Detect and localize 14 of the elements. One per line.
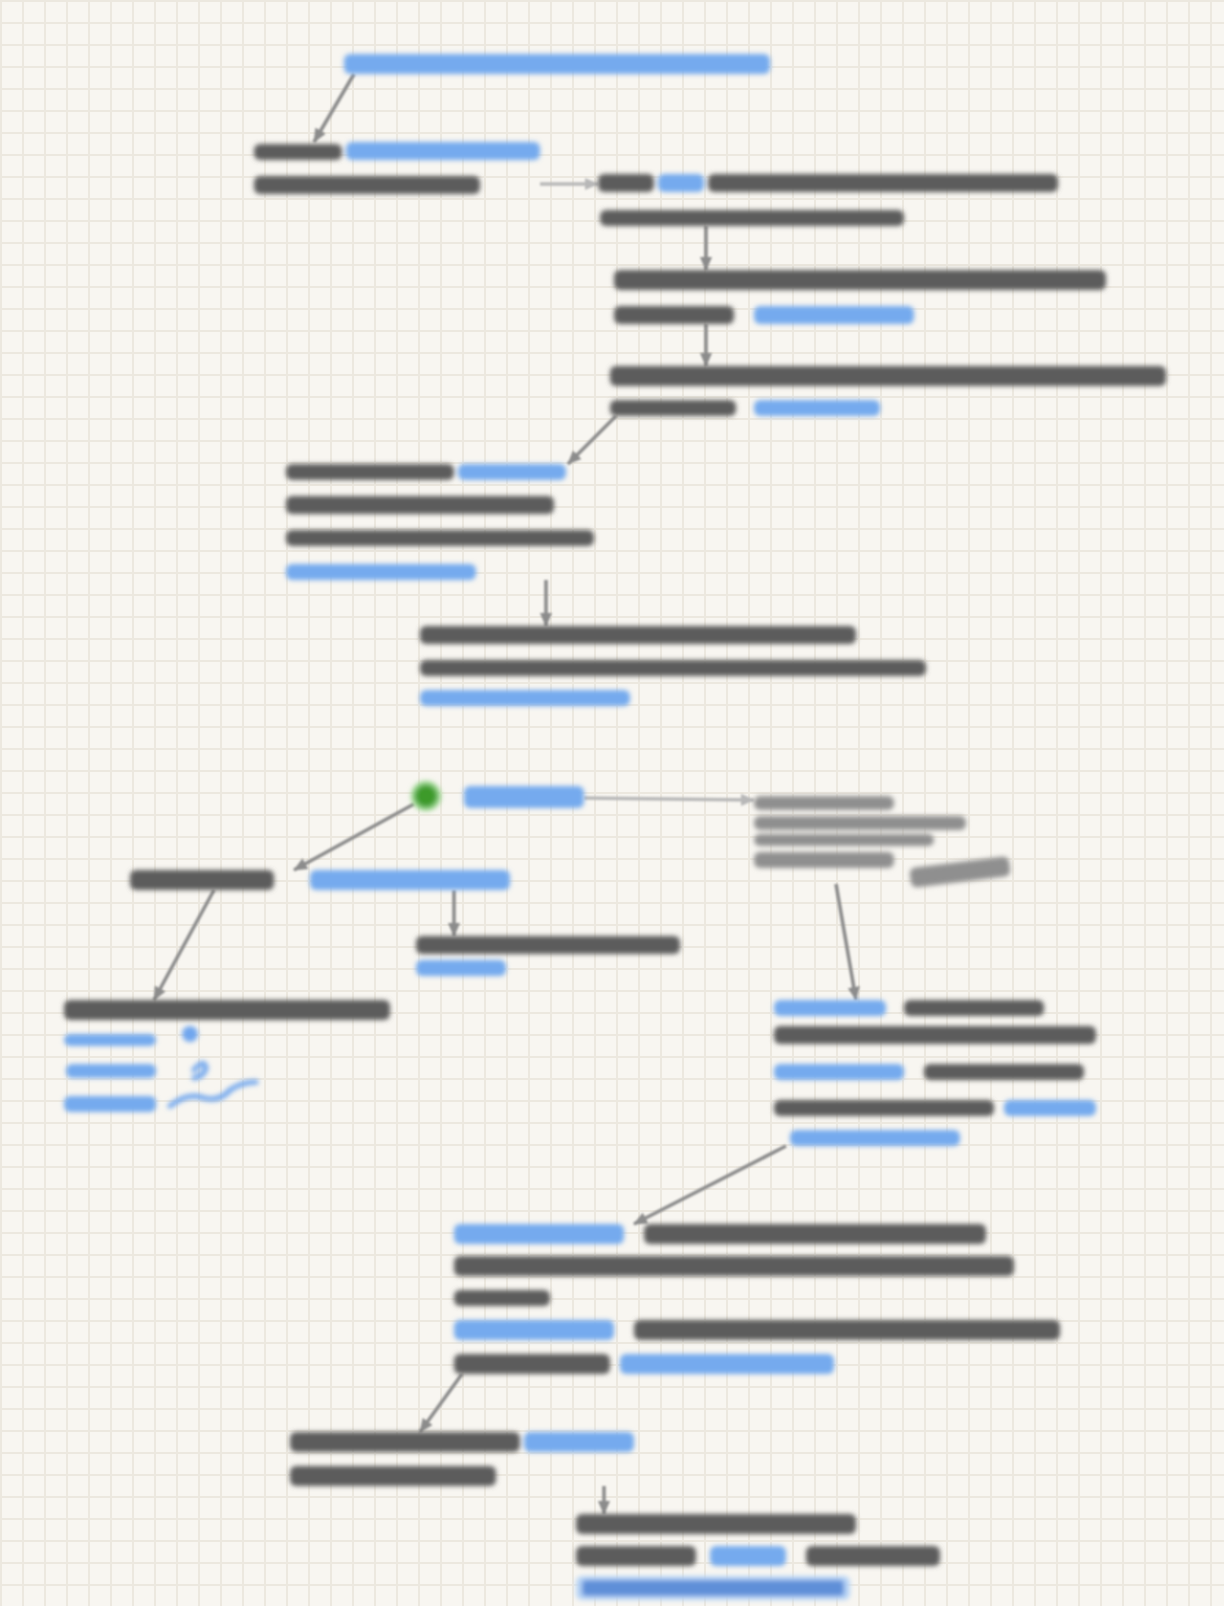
arrow (834, 883, 860, 1001)
arrow (566, 414, 618, 466)
arrow (699, 324, 713, 367)
arrow (293, 802, 415, 872)
arrow (418, 1372, 464, 1434)
arrow (540, 177, 599, 191)
arrow (633, 1144, 787, 1226)
arrow (597, 1486, 611, 1515)
arrow (152, 889, 216, 1001)
arrow (583, 793, 755, 806)
arrow (699, 226, 713, 271)
arrow (539, 580, 553, 627)
arrow (312, 73, 356, 143)
arrow (447, 890, 461, 937)
